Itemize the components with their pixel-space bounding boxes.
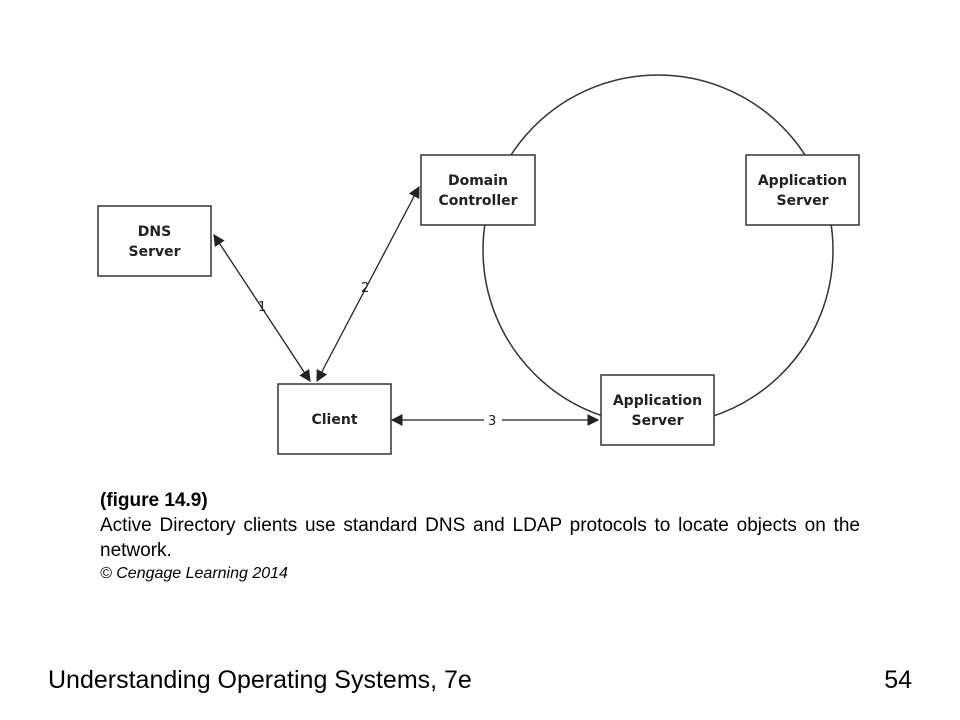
figure-caption: (figure 14.9) Active Directory clients u… (100, 488, 860, 585)
node-label: Controller (438, 193, 517, 209)
node-label: Client (311, 412, 357, 428)
slide-footer: Understanding Operating Systems, 7e 54 (48, 660, 912, 700)
figure-number: (figure 14.9) (100, 490, 208, 511)
copyright-notice: © Cengage Learning 2014 (100, 565, 288, 582)
node-label: DNS (138, 224, 171, 240)
node-label: Server (631, 413, 683, 429)
domain-circle (482, 74, 834, 426)
edge-label-2: 2 (361, 281, 369, 296)
node-client: Client (277, 383, 392, 455)
node-label: Application (758, 173, 847, 189)
node-application-server-top: Application Server (745, 154, 860, 226)
node-label: Domain (448, 173, 508, 189)
edge-domain-controller: 2 (316, 185, 420, 383)
node-application-server-bottom: Application Server (600, 374, 715, 446)
edge-label-3: 3 (488, 414, 496, 429)
node-label: Server (776, 193, 828, 209)
edge-dns: 1 (213, 234, 311, 382)
edge-label-1: 1 (258, 300, 266, 315)
page-number: 54 (884, 666, 912, 694)
network-diagram: 1 2 3 DNS Server Domain Controller Appli… (97, 74, 860, 455)
figure-description: Active Directory clients use standard DN… (100, 515, 860, 561)
node-label: Server (128, 244, 180, 260)
edge-application-server: 3 (390, 412, 600, 429)
footer-title: Understanding Operating Systems, 7e (48, 666, 472, 694)
node-dns-server: DNS Server (97, 205, 212, 277)
node-label: Application (613, 393, 702, 409)
node-domain-controller: Domain Controller (420, 154, 536, 226)
